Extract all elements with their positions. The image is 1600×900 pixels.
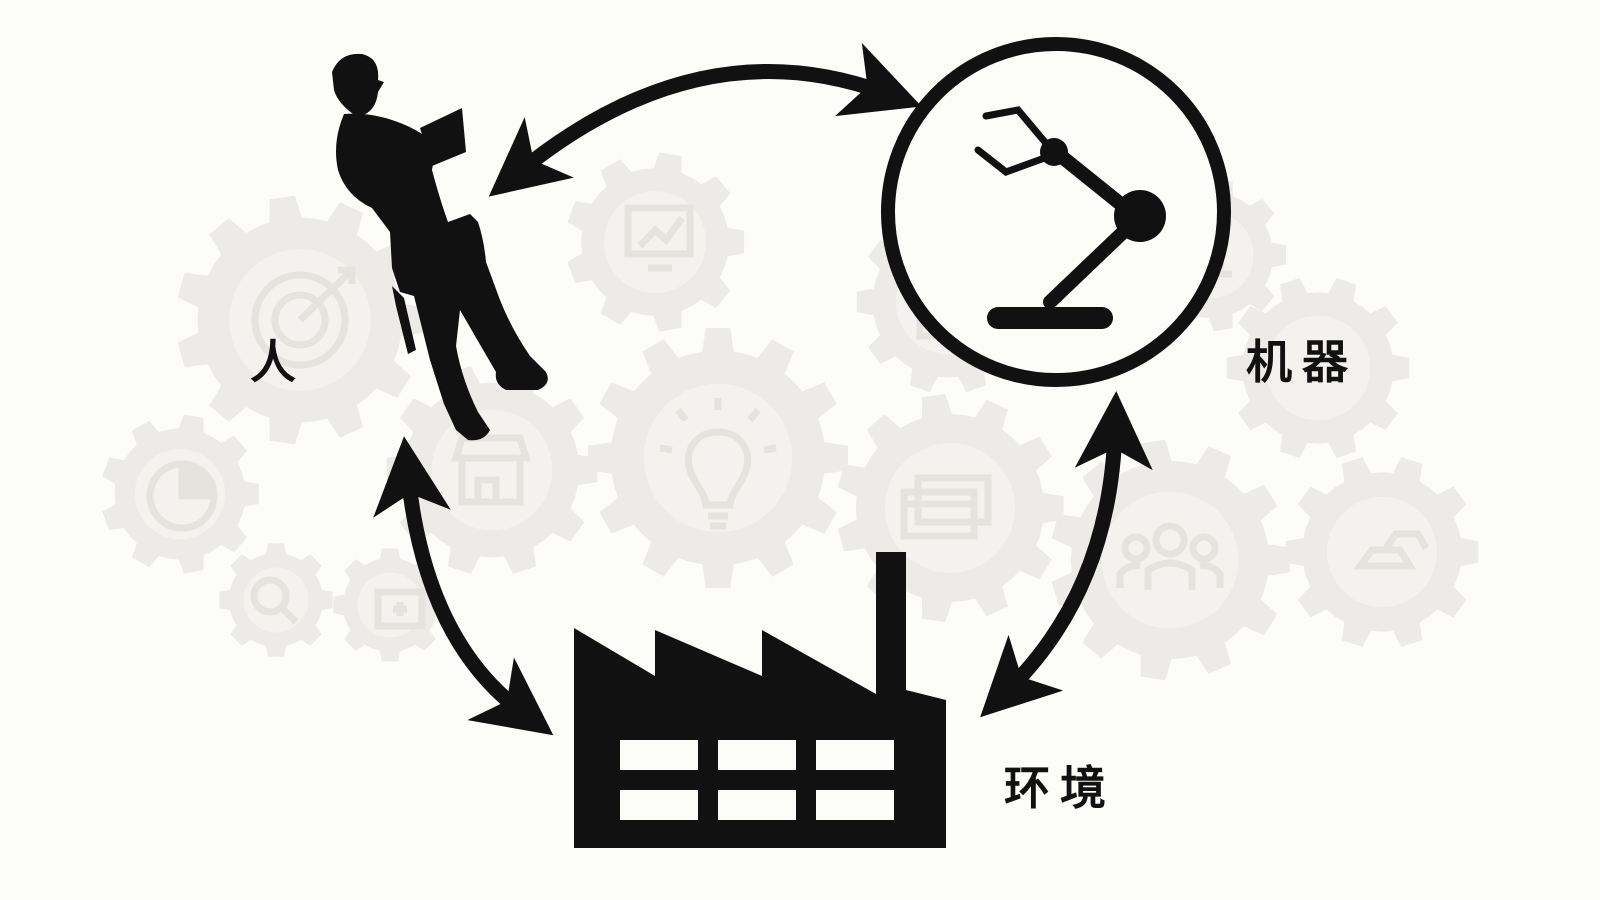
relationship-arrows	[373, 42, 1153, 736]
factory-icon	[574, 552, 946, 848]
lightbulb-icon	[659, 398, 777, 530]
credit-card-icon	[900, 474, 992, 540]
person-environment-arrow	[373, 436, 554, 736]
search-icon	[250, 576, 299, 625]
target-icon	[251, 266, 356, 369]
node-label-person: 人	[250, 335, 306, 389]
factory-windows	[620, 740, 894, 820]
worker-silhouette-icon	[332, 53, 548, 441]
pie-chart-icon	[146, 460, 218, 532]
robot-arm-icon	[881, 37, 1231, 387]
node-label-environment: 环境	[1004, 761, 1116, 815]
gold-bars-icon	[1353, 530, 1430, 570]
background-gear-hub	[643, 383, 793, 533]
machine-environment-arrow	[980, 391, 1153, 718]
background-gear-hub	[431, 409, 553, 531]
background-gear-hub	[1265, 315, 1371, 421]
node-label-machine: 机器	[1246, 335, 1358, 389]
person-machine-arrow	[488, 42, 922, 197]
background-gears	[102, 152, 1479, 681]
chart-board-icon	[624, 204, 694, 272]
